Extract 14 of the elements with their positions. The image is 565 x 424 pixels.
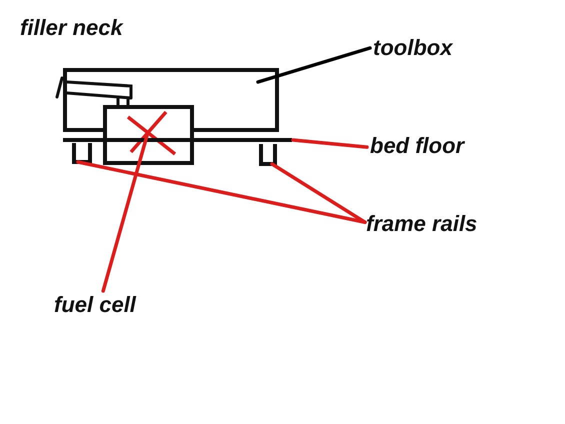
frame-rail <box>72 143 92 164</box>
part-label: fuel cell <box>54 294 136 316</box>
fuel-cell-box <box>103 105 194 165</box>
leader-line <box>270 162 367 224</box>
part-label: toolbox <box>373 37 452 59</box>
leader-line <box>256 46 372 84</box>
part-label: filler neck <box>20 17 123 39</box>
bed-floor-line <box>63 138 292 142</box>
part-label: bed floor <box>370 135 464 157</box>
frame-rail <box>259 144 277 166</box>
leader-line <box>291 138 369 149</box>
part-label: frame rails <box>366 213 478 235</box>
leader-line <box>101 130 150 293</box>
leader-line <box>76 160 367 224</box>
